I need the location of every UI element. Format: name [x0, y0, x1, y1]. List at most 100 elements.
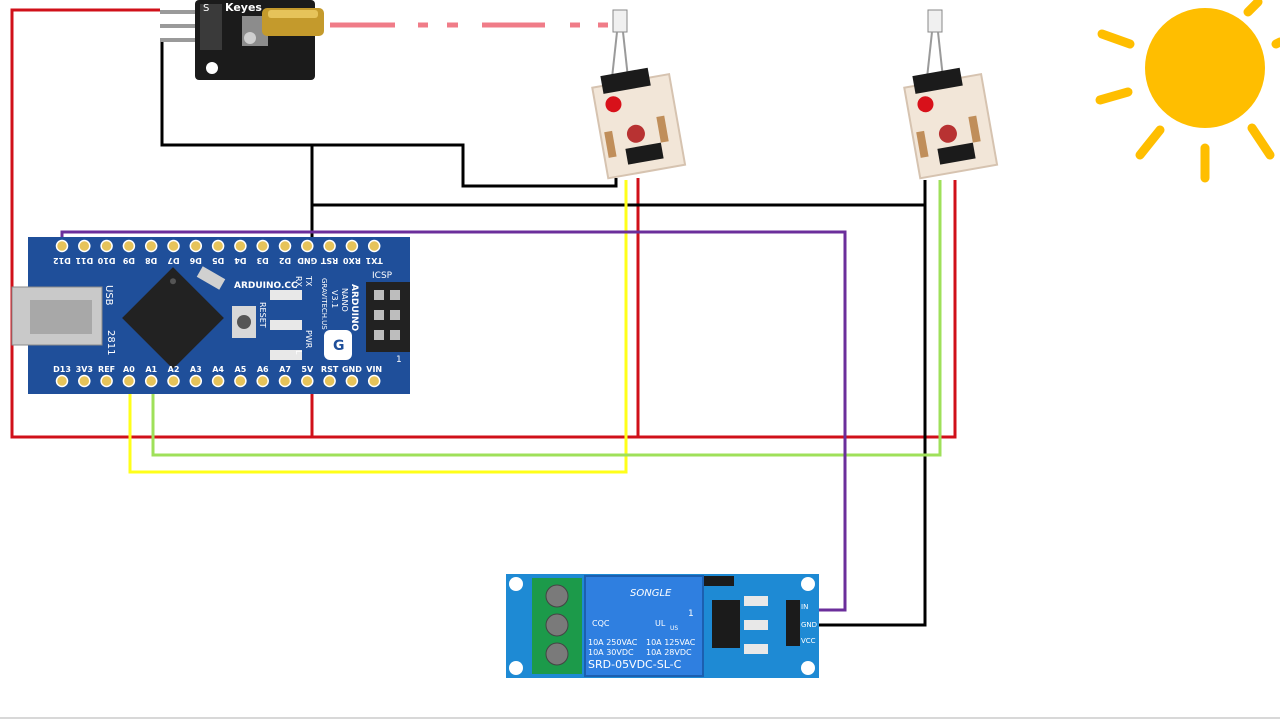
bottom-pin-label: A7 [279, 365, 291, 374]
bottom-pin-a3 [189, 374, 203, 388]
bottom-pin-rst [323, 374, 336, 388]
relay-smd-1 [744, 596, 768, 606]
rating-1: 10A 250VAC [588, 638, 638, 647]
sensor2-board [903, 67, 999, 180]
top-pin-label: GND [297, 256, 317, 265]
model-line-3: V3.1 [330, 290, 339, 308]
rating-4: 10A 28VDC [646, 648, 692, 657]
sensor2-header [937, 142, 976, 165]
top-pin-d11 [78, 239, 91, 253]
model-line-4: GRAVITECH.US [320, 278, 328, 330]
top-pin-label: D11 [75, 256, 93, 265]
bottom-pin-3v3 [78, 374, 91, 388]
top-pin-label: D10 [97, 256, 115, 265]
laser-pin-label: S [203, 3, 209, 14]
laser-header [200, 4, 222, 50]
bottom-pin-ref [100, 374, 113, 388]
bottom-pin-label: A4 [212, 365, 224, 374]
relay-smd-3 [744, 644, 768, 654]
top-pin-d5 [211, 239, 225, 253]
ground-wires [160, 42, 927, 627]
sensor2-ground-wire [312, 180, 927, 207]
bottom-pin-label: A0 [123, 365, 135, 374]
us-label: US [670, 625, 678, 632]
top-pin-d12 [55, 239, 69, 253]
optocoupler [712, 600, 740, 648]
icsp-pins [374, 290, 400, 340]
bottom-pin-label: 5V [301, 365, 314, 374]
top-pin-d6 [189, 239, 203, 253]
top-pin-d8 [144, 239, 158, 253]
sensor2-led [917, 96, 934, 113]
top-pin-label: D8 [145, 256, 158, 265]
gravitech-logo [324, 330, 352, 360]
sensor2-signal-wire-a1 [151, 180, 942, 457]
bottom-pin-label: VIN [366, 365, 382, 374]
relay-led [704, 576, 734, 586]
cqc-label: CQC [592, 619, 610, 628]
sensor2-photodiode [926, 9, 944, 79]
reset-button-cap[interactable] [237, 315, 251, 329]
bottom-pin-label: 3V3 [76, 365, 93, 374]
relay-smd-2 [744, 620, 768, 630]
usb-port [30, 300, 92, 334]
bottom-pin-a2 [167, 374, 180, 388]
top-pin-label: D4 [234, 256, 247, 265]
led-label-rx: RX [294, 276, 303, 288]
relay-mount-hole-tr [801, 577, 815, 591]
relay-mount-hole-bl [509, 661, 523, 675]
top-pin-label: D5 [212, 256, 225, 265]
bottom-pin-a5 [234, 374, 247, 388]
bottom-pin-label: A6 [257, 365, 269, 374]
top-pin-d10 [100, 239, 113, 253]
top-pin-gnd [301, 239, 314, 253]
status-leds [270, 290, 302, 360]
icsp-pin [374, 290, 384, 300]
usb-label: USB [103, 285, 114, 306]
laser-ground-wire [160, 42, 618, 188]
bottom-pin-a0 [122, 374, 136, 388]
bottom-pin-a7 [278, 374, 292, 388]
bottom-pin-label: A3 [190, 365, 202, 374]
relay-module: SONGLE CQC UL US 1 10A 250VAC 10A 125VAC… [506, 574, 819, 678]
light-sensor-module-2 [903, 9, 999, 180]
icsp-header [366, 282, 410, 352]
sun-disc [1145, 8, 1265, 128]
rating-2: 10A 125VAC [646, 638, 696, 647]
sensor2-potentiometer [938, 124, 957, 143]
led-label-l: L [294, 350, 303, 355]
sensor1-led [605, 96, 622, 113]
icsp-pin [390, 330, 400, 340]
bottom-pin-label: D13 [53, 365, 71, 374]
relay-pin-vcc: VCC [801, 637, 816, 645]
laser-mount-hole [206, 62, 218, 74]
relay-pin-gnd: GND [801, 621, 817, 629]
bottom-pin-a6 [256, 374, 269, 388]
sun-icon [1095, 0, 1280, 183]
icsp-label: ICSP [372, 271, 393, 281]
top-pin-d7 [167, 239, 180, 253]
icsp-pin [374, 310, 384, 320]
icsp-pin [374, 330, 384, 340]
icsp-pin [390, 290, 400, 300]
bottom-pin-label: GND [342, 365, 362, 374]
top-pin-label: D3 [257, 256, 269, 265]
chip-label: 2811 [105, 330, 116, 355]
relay-mount-hole-br [801, 661, 815, 675]
top-pin-d2 [278, 239, 292, 253]
relay-model: SRD-05VDC-SL-C [588, 658, 682, 671]
atmega-chip [122, 267, 224, 369]
bottom-pin-d13 [55, 374, 69, 388]
bottom-pin-label: A1 [145, 365, 157, 374]
arduino-nano-board: USB 2811 ARDUINO.CC RESET TX RX PWR L AR… [11, 237, 410, 394]
bottom-pin-gnd [345, 374, 359, 388]
laser-barrel-highlight [268, 10, 318, 18]
relay-body [584, 575, 704, 677]
top-pin-tx1 [367, 239, 381, 253]
crystal [196, 266, 226, 290]
bottom-pin-label: RST [321, 365, 339, 374]
ul-label: UL [655, 619, 666, 628]
